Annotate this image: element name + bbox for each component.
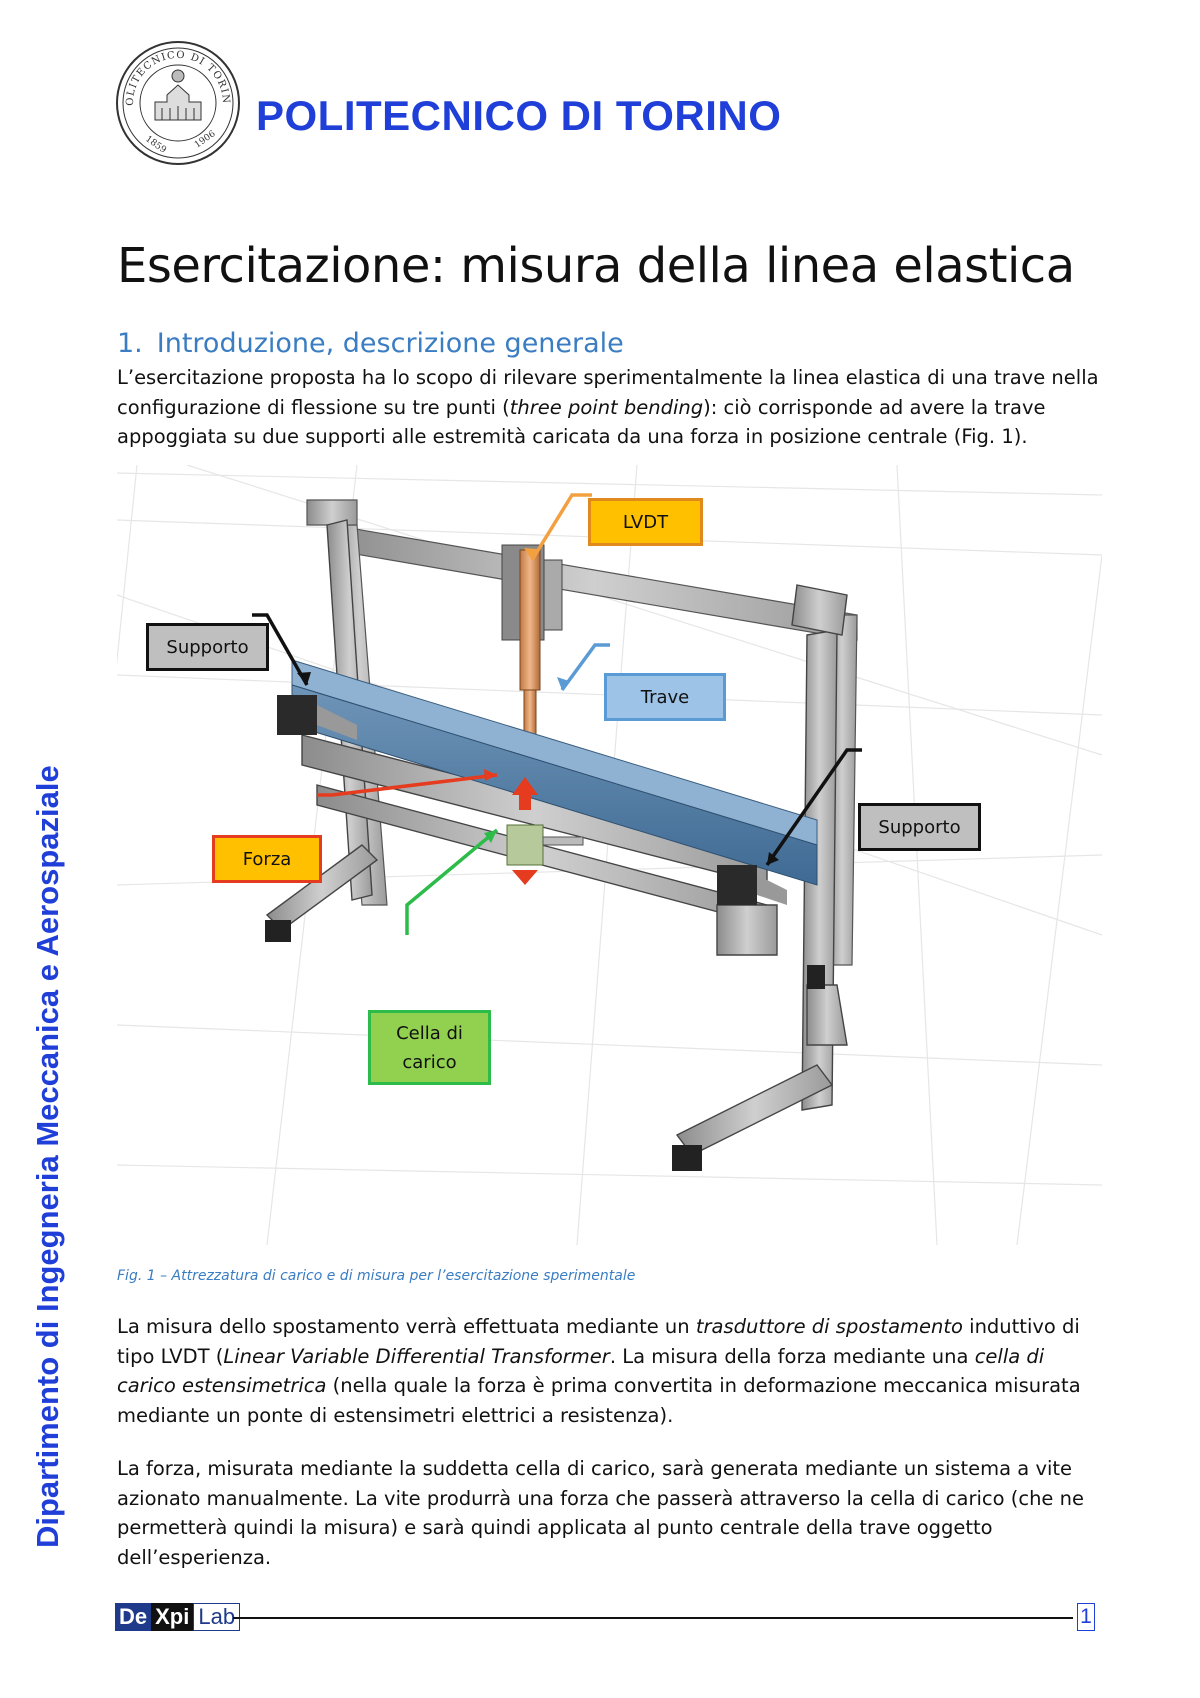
text-run: induttivo di tipo LVDT ( xyxy=(117,1315,1080,1368)
lvdt-rod xyxy=(519,549,541,691)
leader-arrowheads xyxy=(297,548,779,865)
italic-term: cella di carico estensimetrica xyxy=(117,1344,1045,1398)
document-title: Esercitazione: misura della linea elasti… xyxy=(117,238,1075,294)
label-lvdt: LVDT xyxy=(588,498,703,546)
university-name: POLITECNICO DI TORINO xyxy=(256,92,782,139)
page-number: 1 xyxy=(1077,1603,1095,1631)
label-trave: Trave xyxy=(604,673,726,721)
text-run: La forza, misurata mediante la suddetta … xyxy=(117,1457,1084,1569)
text-run: La misura dello spostamento verrà effett… xyxy=(117,1315,696,1338)
footer-rule xyxy=(233,1617,1073,1619)
text-run: ): ciò corrisponde ad avere la trave app… xyxy=(117,395,1046,449)
paragraph-lvdt: La misura dello spostamento verrà effett… xyxy=(117,1312,1102,1430)
university-seal: POLITECNICO DI TORINO 1859 1906 xyxy=(110,32,241,166)
logo-part-de: De xyxy=(115,1603,152,1631)
italic-term: Linear Variable Differential Transformer xyxy=(223,1344,610,1368)
text-run: . La misura della forza mediante una xyxy=(609,1344,975,1368)
paragraph-force: La forza, misurata mediante la suddetta … xyxy=(117,1454,1102,1572)
label-supporto-right: Supporto xyxy=(858,803,981,851)
figure-apparatus: LVDT Trave Supporto Supporto Forza Cella… xyxy=(56,464,1103,1246)
logo-part-lab: Lab xyxy=(193,1603,241,1631)
apparatus-illustration xyxy=(56,464,1103,1246)
section-number: 1. xyxy=(117,328,143,359)
feet xyxy=(265,920,825,1171)
force-arrow-down xyxy=(512,870,538,885)
intro-paragraph: L’esercitazione proposta ha lo scopo di … xyxy=(117,363,1102,452)
department-name: Dipartimento di Ingegneria Meccanica e A… xyxy=(30,765,65,1548)
section-title: Introduzione, descrizione generale xyxy=(156,328,624,359)
label-cella-di-carico: Cella di carico xyxy=(368,1010,491,1085)
force-arrow-up xyxy=(512,777,538,810)
figure-caption: Fig. 1 – Attrezzatura di carico e di mis… xyxy=(117,1268,636,1284)
italic-term: trasduttore di spostamento xyxy=(695,1315,963,1338)
support-left-block xyxy=(277,695,357,740)
load-cell xyxy=(506,824,584,866)
italic-term: three point bending xyxy=(509,395,704,419)
logo-part-xpi: Xpi xyxy=(151,1603,194,1631)
text-run: L’esercitazione proposta ha lo scopo di … xyxy=(117,366,1099,419)
label-supporto-left: Supporto xyxy=(146,623,269,671)
section-heading: 1. Introduzione, descrizione generale xyxy=(117,328,624,359)
support-right-block xyxy=(717,865,787,905)
label-forza: Forza xyxy=(212,835,322,883)
text-run: (nella quale la forza è prima convertita… xyxy=(117,1374,1081,1427)
